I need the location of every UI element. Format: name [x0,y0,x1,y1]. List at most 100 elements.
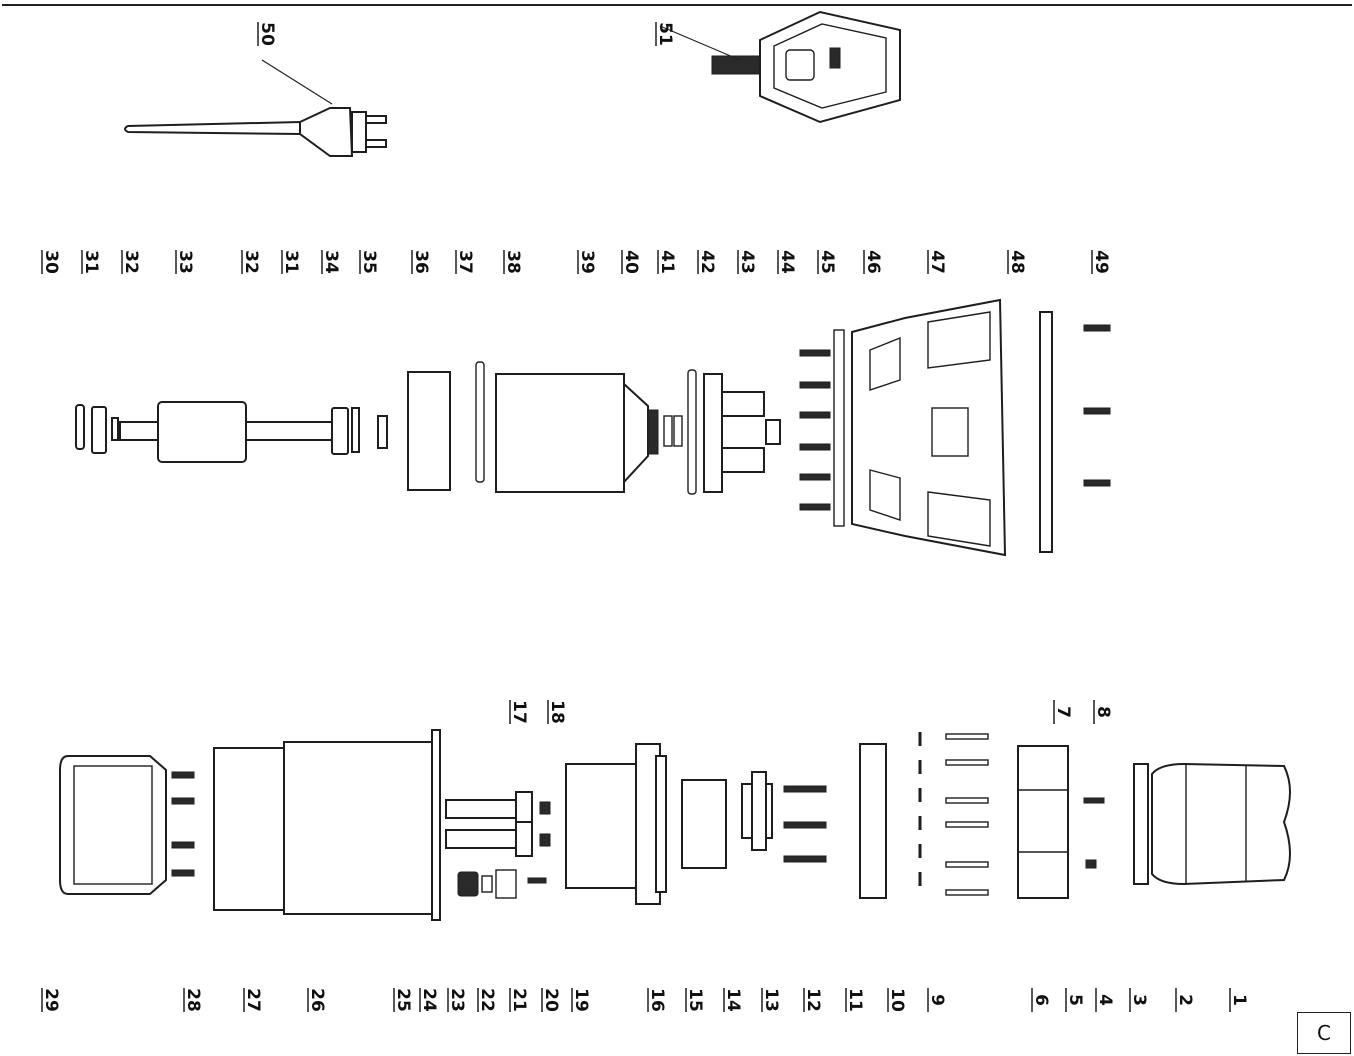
callout-number: 26 [307,988,327,1012]
callout-7: 7 [1053,700,1073,724]
callout-28: 28 [183,988,203,1012]
callout-number: 12 [803,988,823,1012]
callout-43: 43 [737,250,757,274]
callout-number: 29 [41,988,61,1012]
callout-27: 27 [243,988,263,1012]
callout-number: 51 [655,22,675,46]
callout-23: 23 [447,988,467,1012]
callout-number: 48 [1007,250,1027,274]
seal-ring-part [475,361,485,483]
callout-number: 35 [359,250,379,274]
callout-number: 17 [509,700,529,724]
callout-21: 21 [509,988,529,1012]
callout-11: 11 [845,988,865,1012]
callout-47: 47 [927,250,947,274]
pump-base-part [851,298,1007,557]
cable-glands-part [445,791,551,857]
capacitor-part [681,779,727,869]
callout-31b: 31 [281,250,301,274]
callout-number: 49 [1091,250,1111,274]
callout-14: 14 [723,988,743,1012]
callout-5: 5 [1065,988,1085,1012]
callout-number: 8 [1093,706,1113,718]
impeller-group [663,369,781,495]
callout-number: 37 [455,250,475,274]
callout-number: 19 [571,988,591,1012]
gasket-part [833,329,845,527]
callout-number: 15 [685,988,705,1012]
callout-37: 37 [455,250,475,274]
callout-number: 14 [723,988,743,1012]
callout-40: 40 [621,250,641,274]
callout-45: 45 [817,250,837,274]
callout-number: 21 [509,988,529,1012]
callout-number: 41 [657,250,677,274]
callout-31a: 31 [81,250,101,274]
callout-29: 29 [41,988,61,1012]
handle-grille-part [59,755,167,895]
callout-number: 36 [411,250,431,274]
callout-48: 48 [1007,250,1027,274]
small-parts-19-25 [457,869,547,899]
callout-number: 2 [1175,994,1195,1006]
callout-number: 28 [183,988,203,1012]
callout-number: 38 [503,250,523,274]
callout-number: 46 [863,250,883,274]
callout-38: 38 [503,250,523,274]
controller-housing-part [565,743,667,905]
float-switch-part [431,10,901,145]
callout-number: 7 [1053,706,1073,718]
callout-number: 50 [257,22,277,46]
variant-label-box: C [1297,1012,1351,1054]
callout-number: 34 [321,250,341,274]
callout-number: 33 [175,250,195,274]
callout-number: 3 [1129,994,1149,1006]
callout-3: 3 [1129,988,1149,1012]
outlet-connector-part [1151,762,1291,886]
callout-number: 11 [845,988,865,1012]
callout-number: 27 [243,988,263,1012]
callout-44: 44 [777,250,797,274]
drawing-frame [2,4,1352,1054]
callout-number: 31 [281,250,301,274]
callout-10: 10 [887,988,907,1012]
callout-number: 31 [81,250,101,274]
callout-number: 10 [887,988,907,1012]
callout-16: 16 [647,988,667,1012]
callout-26: 26 [307,988,327,1012]
screws-13 [783,785,827,863]
callout-number: 24 [419,988,439,1012]
callout-24: 24 [419,988,439,1012]
callout-18: 18 [547,700,567,724]
callout-25: 25 [393,988,413,1012]
callout-number: 4 [1095,994,1115,1006]
pump-chamber-part [1017,745,1069,899]
callout-number: 39 [577,250,597,274]
callout-number: 47 [927,250,947,274]
callout-number: 44 [777,250,797,274]
callout-number: 30 [41,250,61,274]
callout-42: 42 [697,250,717,274]
callout-number: 43 [737,250,757,274]
variant-label: C [1317,1021,1331,1045]
screws-10 [945,733,989,896]
power-plug-part [124,59,387,157]
callout-2: 2 [1175,988,1195,1012]
callout-36: 36 [411,250,431,274]
callout-1: 1 [1229,988,1249,1012]
callout-34: 34 [321,250,341,274]
callout-number: 25 [393,988,413,1012]
callout-number: 32 [121,250,141,274]
callout-number: 9 [927,994,947,1006]
callout-13: 13 [761,988,781,1012]
callout-15: 15 [685,988,705,1012]
callout-8: 8 [1093,700,1113,724]
callout-9: 9 [927,988,947,1012]
callout-number: 23 [447,988,467,1012]
callout-22: 22 [477,988,497,1012]
callout-6: 6 [1031,988,1051,1012]
callout-17: 17 [509,700,529,724]
